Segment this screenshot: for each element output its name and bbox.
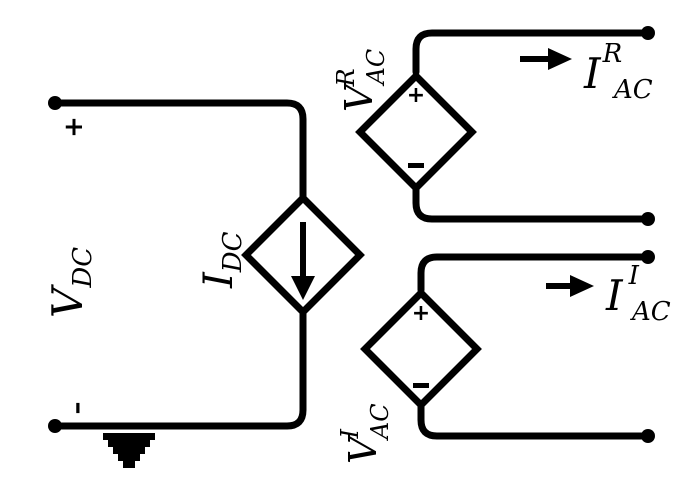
dc-negative-terminal	[48, 419, 62, 433]
ac-i-current-arrow-icon	[546, 275, 594, 297]
ac-i-dependent-voltage-source	[360, 288, 482, 410]
ac-i-bottom-terminal	[641, 429, 655, 443]
i-dc-label: IDC	[196, 231, 248, 289]
current-arrow-down-icon	[291, 222, 315, 300]
ac-r-bottom-terminal	[641, 212, 655, 226]
dc-top-wire	[51, 99, 307, 202]
ac-r-current-arrow-icon	[520, 48, 572, 70]
ac-r-top-terminal	[641, 26, 655, 40]
ac-r-plus-sign: +	[407, 83, 425, 108]
ac-i-bottom-wire	[417, 400, 652, 440]
v-ac-r-label: VRAC	[332, 49, 390, 112]
ac-i-top-terminal	[641, 250, 655, 264]
dc-plus-label: +	[59, 116, 89, 138]
ac-r-top-wire	[412, 29, 652, 76]
ac-r-bottom-wire	[412, 184, 652, 223]
ac-r-minus-sign	[408, 163, 424, 168]
ac-r-dependent-voltage-source	[355, 71, 477, 193]
ac-i-top-wire	[417, 253, 652, 294]
ac-i-minus-sign	[413, 383, 429, 388]
ac-i-plus-sign: +	[412, 301, 430, 326]
v-ac-i-label: VIAC	[336, 403, 394, 464]
dc-bottom-wire	[51, 308, 307, 430]
dc-minus-label: –	[62, 402, 92, 415]
v-dc-label: VDC	[43, 247, 98, 318]
ground-icon	[103, 433, 155, 468]
dc-positive-terminal	[48, 96, 62, 110]
